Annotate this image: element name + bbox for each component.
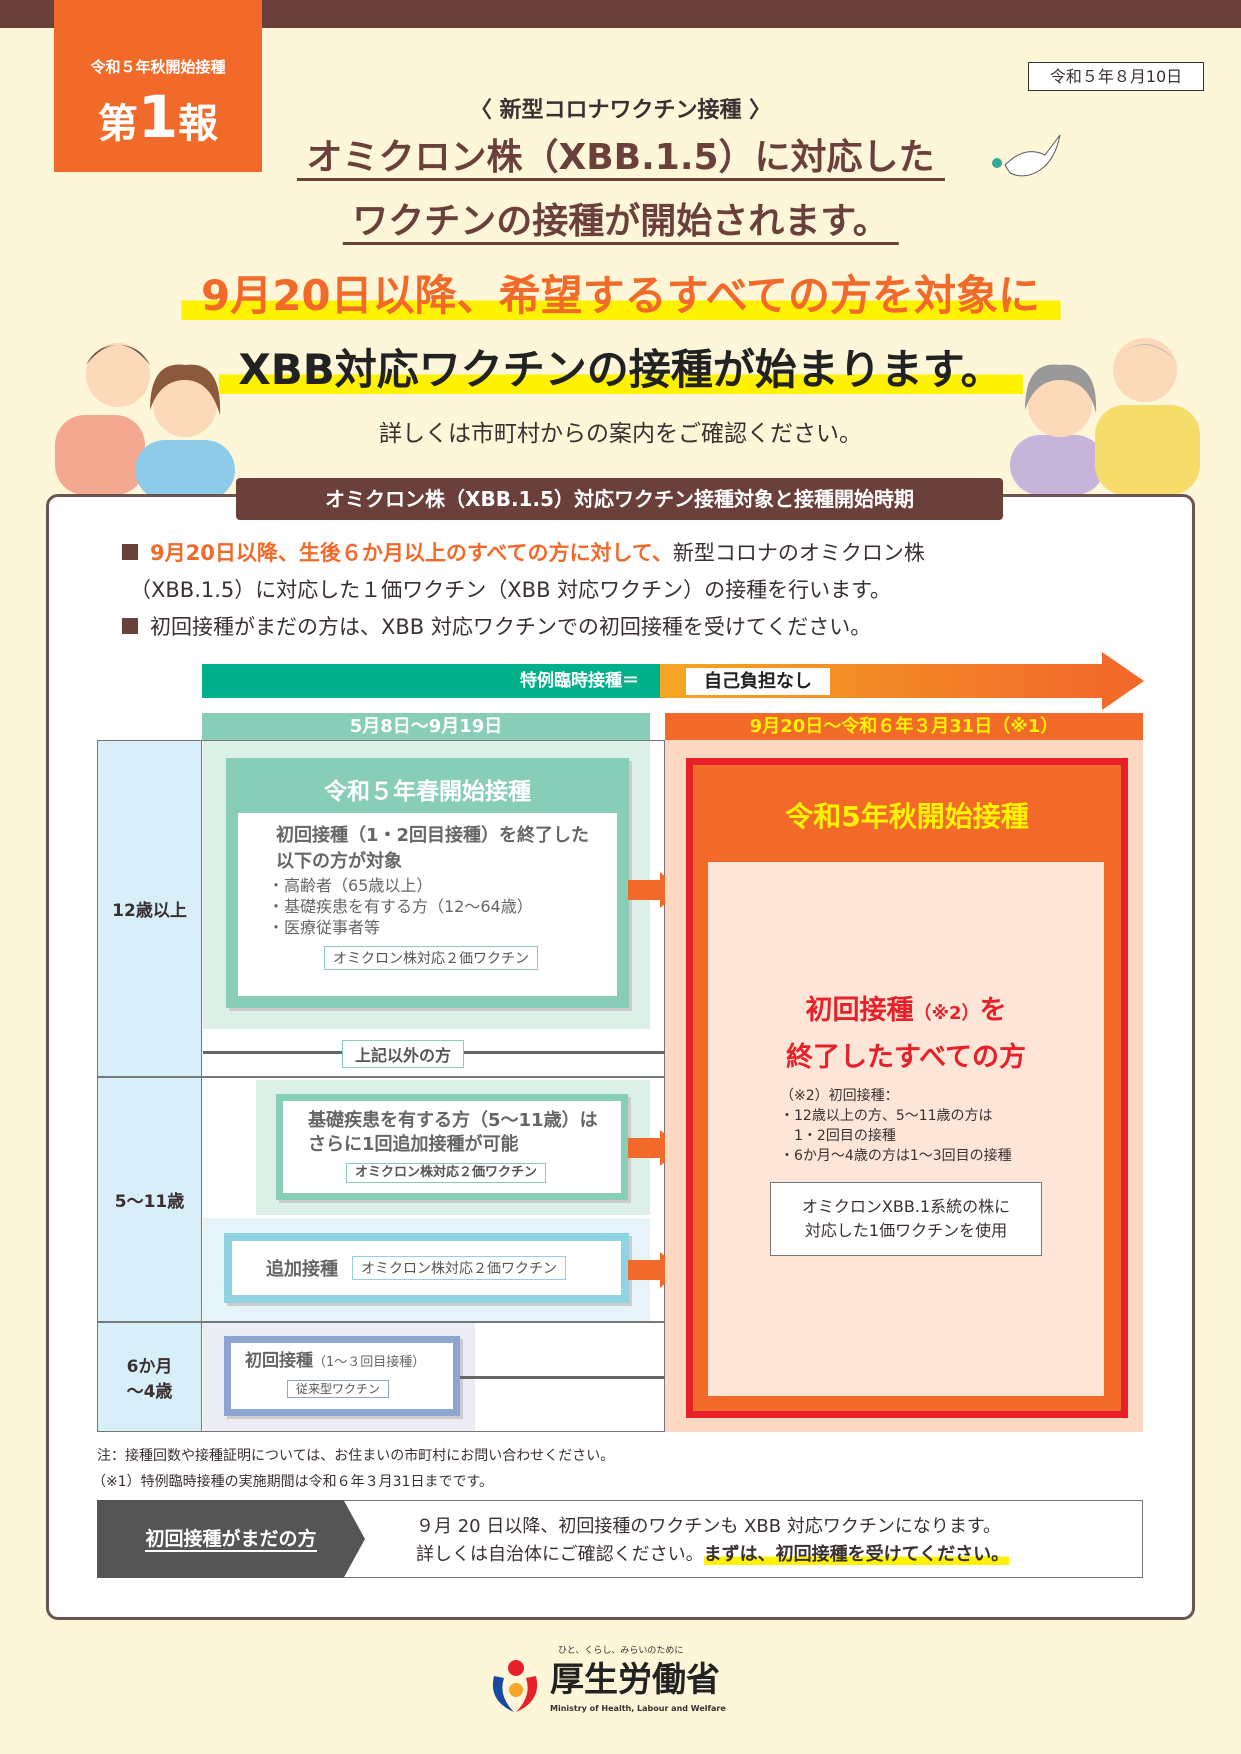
title-line-1-text: オミクロン株（XBB.1.5）に対応した — [296, 137, 945, 181]
first-dose-line-1: ９月 20 日以降、初回接種のワクチンも XBB 対応ワクチンになります。 — [416, 1516, 1002, 1537]
row-label-infant: 6か月～4歳 — [97, 1322, 202, 1432]
mhlw-logo: ひと、くらし、みらいのために 厚生労働省 Ministry of Health,… — [486, 1646, 726, 1726]
bullet-square-icon — [122, 544, 138, 560]
bullet-1-emphasis: 9月20日以降、生後６か月以上のすべての方に対して、 — [150, 541, 673, 565]
first-dose-text: ９月 20 日以降、初回接種のワクチンも XBB 対応ワクチンになります。 詳し… — [416, 1513, 1010, 1569]
issue-badge: 令和５年秋開始接種 第1報 — [54, 0, 262, 172]
infant-vaccine-tag: 従来型ワクチン — [287, 1380, 390, 1398]
headline-1-text: 9月20日以降、希望するすべての方を対象に — [180, 271, 1061, 320]
badge-ho: 報 — [178, 101, 219, 147]
infant-box: 初回接種（1～３回目接種） 従来型ワクチン — [224, 1336, 460, 1416]
autumn-note: （※2）初回接種： — [780, 1088, 899, 1104]
footnote-2: （※1）特例臨時接種の実施期間は令和６年３月31日までです。 — [92, 1474, 494, 1490]
autumn-note: ・12歳以上の方、5～11歳の方は — [780, 1108, 993, 1124]
period-header-1: 5月8日～9月19日 — [202, 713, 650, 741]
infant-label: 初回接種 — [245, 1351, 313, 1371]
spring-tag-wrap: オミクロン株対応２価ワクチン — [324, 946, 617, 970]
bullet-2: 初回接種がまだの方は、XBB 対応ワクチンでの初回接種を受けてください。 — [122, 609, 871, 646]
bullet-1: 9月20日以降、生後６か月以上のすべての方に対して、新型コロナのオミクロン株 — [122, 535, 925, 572]
kids-vaccine-tag: オミクロン株対応２価ワクチン — [346, 1163, 547, 1183]
booster-vaccine-tag: オミクロン株対応２価ワクチン — [352, 1256, 566, 1280]
spring-content: 初回接種（1・2回目接種）を終了した 以下の方が対象 ・高齢者（65歳以上） ・… — [238, 813, 617, 996]
infant-arrow — [460, 1370, 683, 1384]
first-dose-line-2b: まずは、初回接種を受けてください。 — [703, 1544, 1010, 1565]
spring-lead-2: 以下の方が対象 — [276, 851, 402, 872]
others-label: 上記以外の方 — [342, 1040, 465, 1068]
infant-content: 初回接種（1～３回目接種） 従来型ワクチン — [231, 1343, 453, 1409]
title-line-1: オミクロン株（XBB.1.5）に対応した — [296, 128, 945, 181]
special-vaccination-label: 特例臨時接種＝ — [520, 671, 639, 691]
section-title: オミクロン株（XBB.1.5）対応ワクチン接種対象と接種開始時期 — [236, 478, 1003, 520]
spring-item: ・医療従事者等 — [268, 918, 381, 937]
bullet-1-line-2: （XBB.1.5）に対応した１価ワクチン（XBB 対応ワクチン）の接種を行います… — [130, 578, 892, 602]
mhlw-emblem-icon — [492, 1660, 538, 1712]
first-dose-label: 初回接種がまだの方 — [97, 1500, 365, 1578]
logo-tagline: ひと、くらし、みらいのために — [558, 1646, 684, 1656]
autumn-note: 1・2回目の接種 — [780, 1128, 896, 1144]
autumn-content: 初回接種（※2）を 終了したすべての方 （※2）初回接種： ・12歳以上の方、5… — [708, 862, 1104, 1396]
bullet-1-text: 新型コロナのオミクロン株 — [672, 541, 925, 565]
autumn-main-1-end: を — [979, 995, 1007, 1026]
headline-1: 9月20日以降、希望するすべての方を対象に — [180, 262, 1061, 323]
title-line-2-text: ワクチンの接種が開始されます。 — [342, 201, 899, 245]
row-label-12plus: 12歳以上 — [97, 740, 202, 1077]
badge-dai: 第 — [97, 101, 138, 147]
booster-content: 追加接種 オミクロン株対応２価ワクチン — [232, 1241, 621, 1295]
infant-sub: （1～３回目接種） — [313, 1355, 426, 1370]
period-header-2: 9月20日～令和６年３月31日（※1） — [665, 713, 1143, 741]
autumn-note: ・6か月～4歳の方は1～3回目の接種 — [780, 1148, 1012, 1164]
couple-illustration — [55, 343, 235, 495]
spring-lead-1: 初回接種（1・2回目接種）を終了した — [276, 825, 590, 846]
kids-content: 基礎疾患を有する方（5～11歳）は さらに1回追加接種が可能 オミクロン株対応２… — [283, 1101, 621, 1193]
autumn-main-1-text: 初回接種 — [805, 995, 914, 1026]
logo-english: Ministry of Health, Labour and Welfare — [550, 1704, 726, 1713]
issue-date: 令和５年８月10日 — [1028, 62, 1204, 91]
kids-box: 基礎疾患を有する方（5～11歳）は さらに1回追加接種が可能 オミクロン株対応２… — [276, 1094, 628, 1200]
autumn-main-2: 終了したすべての方 — [785, 1042, 1027, 1073]
bullet-square-icon — [122, 618, 138, 634]
arrow-head-icon — [1102, 652, 1144, 710]
subtitle: 〈 新型コロナワクチン接種 〉 — [469, 98, 772, 123]
badge-number: 第1報 — [54, 83, 262, 151]
lead-text: 詳しくは市町村からの案内をご確認ください。 — [379, 421, 862, 447]
autumn-notes: （※2）初回接種： ・12歳以上の方、5～11歳の方は 1・2回目の接種 ・6か… — [780, 1086, 1104, 1166]
spring-title: 令和５年春開始接種 — [324, 779, 531, 805]
autumn-vaccine-line-1: オミクロンXBB.1系統の株に — [801, 1197, 1011, 1216]
title-line-2: ワクチンの接種が開始されます。 — [342, 192, 899, 245]
spring-box: 令和５年春開始接種 初回接種（1・2回目接種）を終了した 以下の方が対象 ・高齢… — [226, 758, 629, 1008]
row-label-infant-1: 6か月 — [126, 1357, 173, 1377]
autumn-vaccine-line-2: 対応した1価ワクチンを使用 — [804, 1221, 1008, 1240]
elderly-couple-illustration — [1010, 338, 1200, 495]
first-dose-label-text: 初回接種がまだの方 — [145, 1528, 317, 1552]
logo-name: 厚生労働省 — [550, 1660, 720, 1700]
kids-line-1: 基礎疾患を有する方（5～11歳）は — [308, 1110, 598, 1131]
autumn-main-1-note: （※2） — [913, 1003, 980, 1024]
autumn-vaccine-box: オミクロンXBB.1系統の株に 対応した1価ワクチンを使用 — [770, 1182, 1042, 1256]
headline-2: XBB対応ワクチンの接種が始まります。 — [218, 336, 1023, 397]
headline-2-text: XBB対応ワクチンの接種が始まります。 — [218, 345, 1023, 394]
first-dose-line-2: 詳しくは自治体にご確認ください。まずは、初回接種を受けてください。 — [416, 1541, 1010, 1569]
bullet-2-text: 初回接種がまだの方は、XBB 対応ワクチンでの初回接種を受けてください。 — [150, 615, 872, 639]
booster-label: 追加接種 — [266, 1259, 338, 1280]
row-label-5-11: 5～11歳 — [97, 1077, 202, 1322]
spring-list: ・高齢者（65歳以上） ・基礎疾患を有する方（12～64歳） ・医療従事者等 — [268, 875, 617, 938]
booster-box: 追加接種 オミクロン株対応２価ワクチン — [224, 1233, 629, 1303]
dove-icon — [992, 134, 1061, 177]
spring-item: ・基礎疾患を有する方（12～64歳） — [268, 897, 533, 916]
autumn-title: 令和5年秋開始接種 — [785, 800, 1029, 833]
spring-item: ・高齢者（65歳以上） — [268, 876, 433, 895]
kids-line-2: さらに1回追加接種が可能 — [308, 1134, 519, 1155]
footnote-1: 注：接種回数や接種証明については、お住まいの市町村にお問い合わせください。 — [97, 1448, 615, 1464]
badge-subtitle: 令和５年秋開始接種 — [90, 58, 226, 76]
badge-num: 1 — [137, 83, 179, 151]
no-fee-label: 自己負担なし — [686, 668, 830, 695]
spring-vaccine-tag: オミクロン株対応２価ワクチン — [324, 946, 538, 970]
first-dose-line-2a: 詳しくは自治体にご確認ください。 — [416, 1544, 704, 1565]
row-label-infant-2: ～4歳 — [126, 1382, 173, 1402]
autumn-main-1: 初回接種（※2）を — [708, 988, 1104, 1027]
